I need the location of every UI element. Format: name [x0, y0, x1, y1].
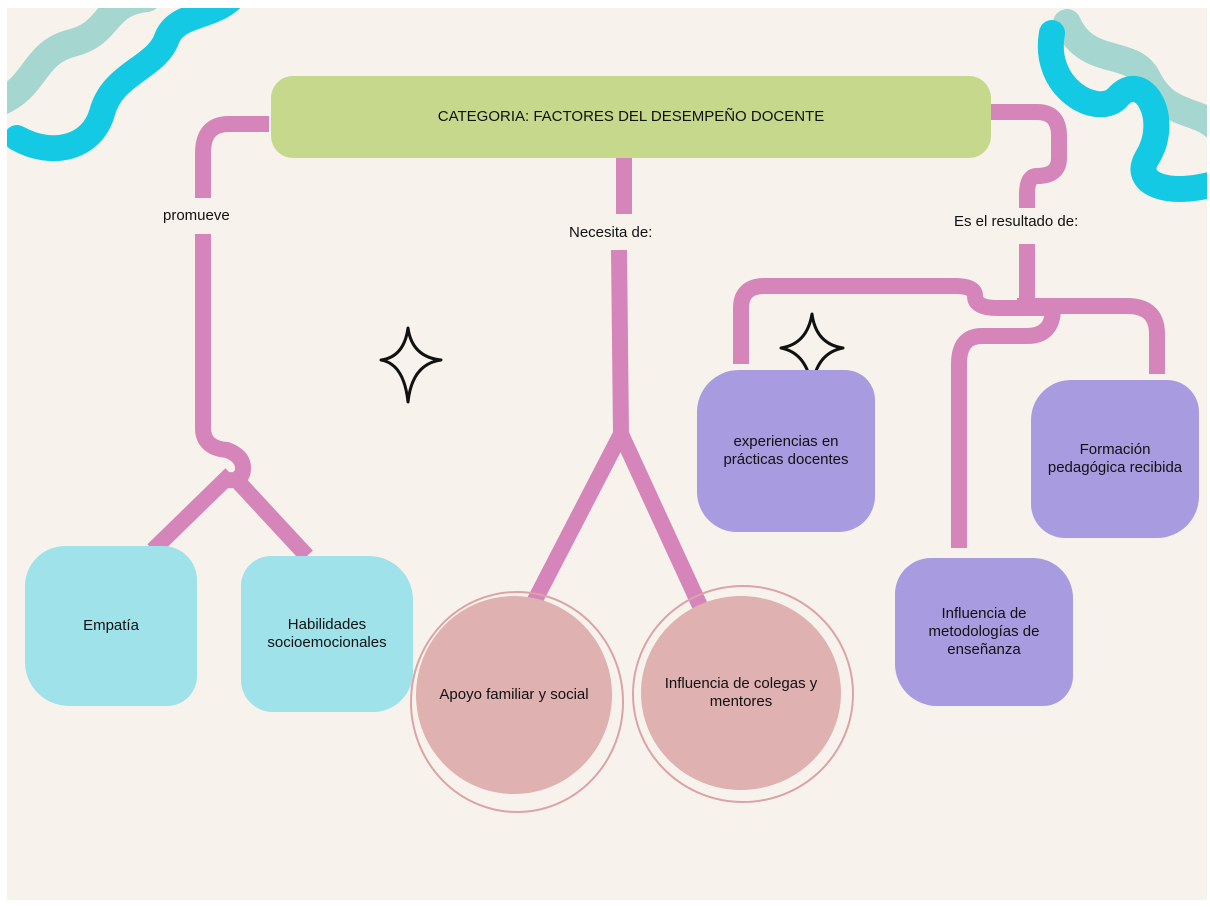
- concept-map-board: CATEGORIA: FACTORES DEL DESEMPEÑO DOCENT…: [7, 8, 1207, 900]
- connector-middle-stem: [611, 249, 629, 437]
- connector-right-to-formacion: [1017, 298, 1165, 374]
- node-influencia-metodologias: Influencia de metodologías de enseñanza: [895, 558, 1073, 706]
- sparkle-icon: [379, 326, 443, 404]
- connector-left-bottom: [195, 234, 252, 489]
- connector-label-middle: Necesita de:: [563, 222, 659, 244]
- connector-lines: [147, 104, 1165, 612]
- connector-label-left: promueve: [157, 205, 236, 227]
- node-habilidades-socioemocionales: Habilidades socioemocionales: [241, 556, 413, 712]
- connector-right-top: [991, 104, 1067, 208]
- node-apoyo-familiar-social: Apoyo familiar y social: [416, 596, 612, 794]
- node-formacion-pedagogica: Formación pedagógica recibida: [1031, 380, 1199, 538]
- connector-left-to-empatia: [147, 468, 237, 556]
- connector-middle-to-apoyo: [525, 430, 629, 608]
- connector-middle-to-influencia: [613, 430, 709, 612]
- node-experiencias-practicas-docentes: experiencias en prácticas docentes: [697, 370, 875, 532]
- connector-label-right: Es el resultado de:: [948, 211, 1085, 233]
- connector-right-to-metodologias: [951, 307, 1061, 548]
- category-title: CATEGORIA: FACTORES DEL DESEMPEÑO DOCENT…: [271, 76, 991, 158]
- circle-outline: [410, 591, 624, 813]
- squiggle-decoration-top-left: [7, 8, 241, 162]
- circle-outline: [632, 585, 854, 803]
- node-empatia: Empatía: [25, 546, 197, 706]
- connector-left-top: [195, 116, 269, 198]
- connector-right-to-experiencias: [733, 278, 1047, 364]
- decorations-layer: [7, 8, 1207, 813]
- node-influencia-colegas-mentores: Influencia de colegas y mentores: [641, 596, 841, 790]
- connector-left-to-habilidades: [225, 468, 313, 562]
- squiggle-decoration-top-right: [1037, 9, 1207, 202]
